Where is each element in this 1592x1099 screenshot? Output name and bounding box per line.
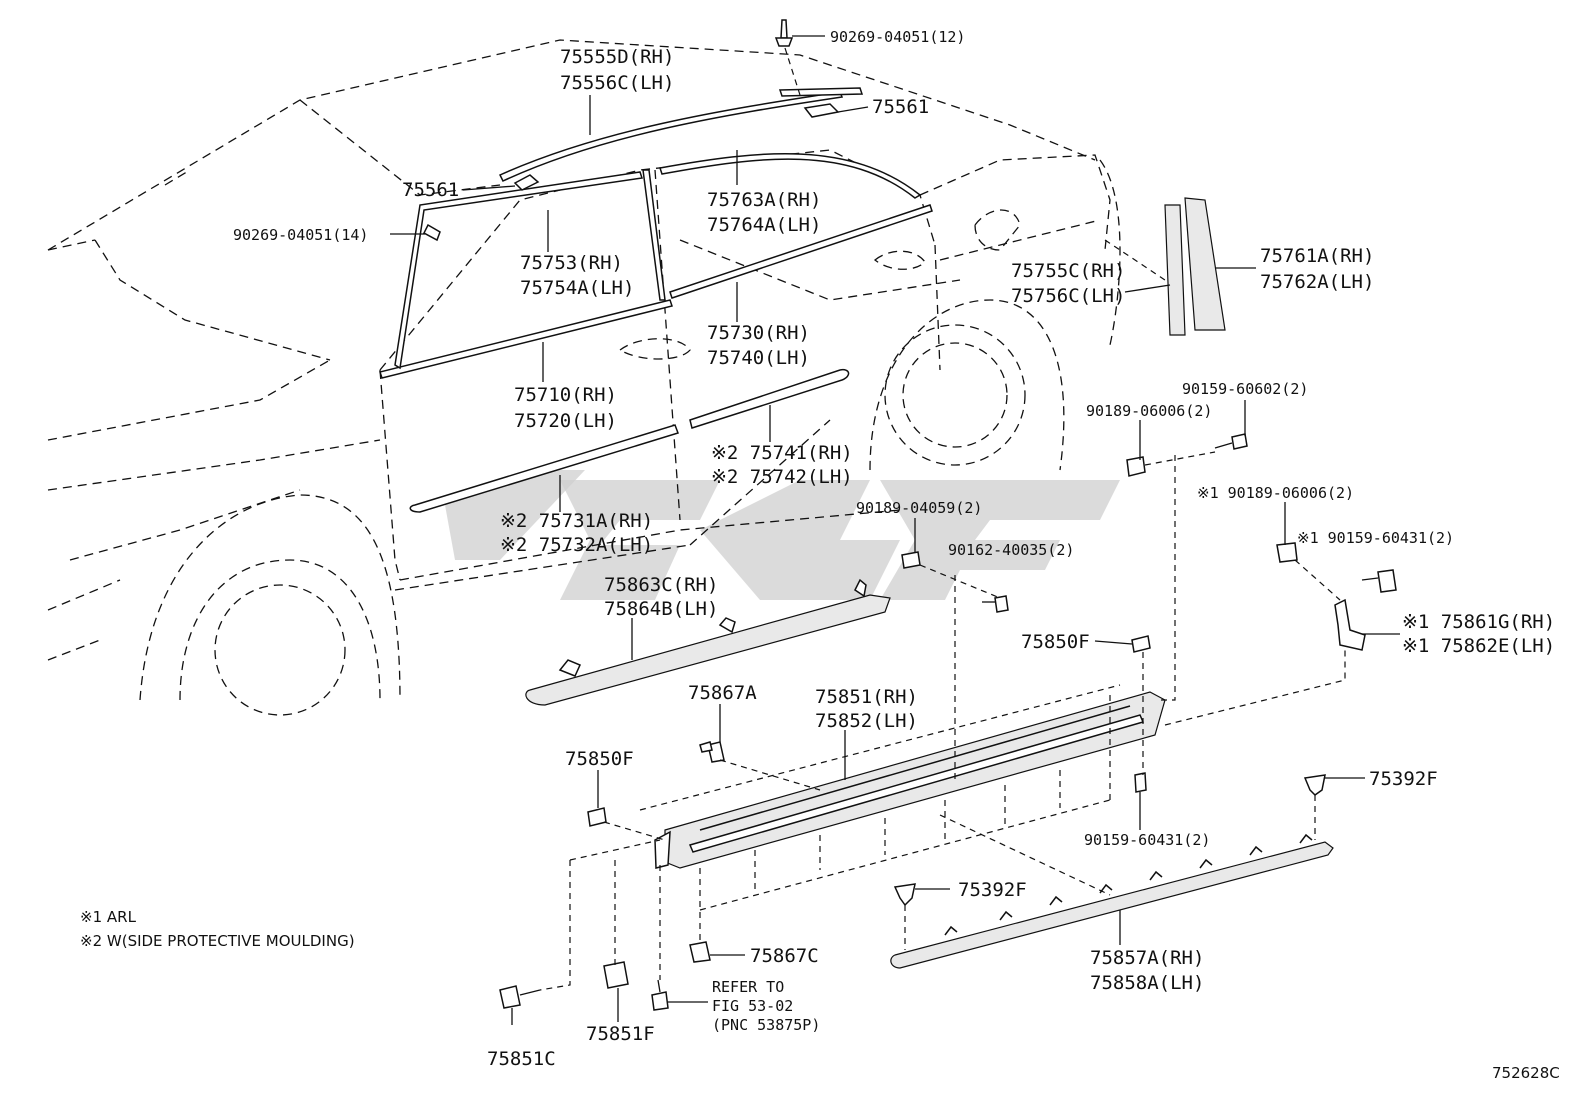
part-labels: 90269-04051(12) 75555D(RH) 75556C(LH) 75… <box>233 28 1555 1070</box>
label-75741: ※2 75741(RH) <box>711 442 853 464</box>
roof-moulding-75555D <box>498 91 844 182</box>
clip-90269-top <box>774 19 794 47</box>
clip-75851F <box>603 961 629 989</box>
label-75561-top: 75561 <box>872 96 929 118</box>
label-75754A: 75754A(LH) <box>520 277 634 299</box>
label-75867A: 75867A <box>688 682 757 704</box>
screw-90159-60431 <box>1134 772 1147 793</box>
door-frame-moulding-rear <box>642 153 933 301</box>
nut-90189-06006-arl <box>1276 542 1298 563</box>
label-90269-04051-12: 90269-04051(12) <box>830 28 965 46</box>
label-75850F-right: 75850F <box>1021 631 1090 653</box>
note-arl: ※1 ARL <box>80 908 137 926</box>
fastener-75850F-left <box>587 807 607 827</box>
label-75742: ※2 75742(LH) <box>711 466 853 488</box>
legend-notes: ※1 ARL ※2 W(SIDE PROTECTIVE MOULDING) <box>80 908 355 950</box>
clip-75392F-right <box>1303 774 1326 796</box>
label-90189-06006-arl: ※1 90189-06006(2) <box>1197 484 1354 502</box>
clip-90269-left <box>423 223 441 242</box>
label-75861G: ※1 75861G(RH) <box>1402 611 1555 633</box>
label-75851: 75851(RH) <box>815 686 918 708</box>
bracket-75861G <box>1334 598 1366 651</box>
side-protective-moulding-rear <box>689 368 850 429</box>
label-refer-pnc: (PNC 53875P) <box>712 1016 820 1034</box>
rear-garnish-75761A <box>1164 197 1226 336</box>
label-75392F-mid: 75392F <box>958 879 1027 901</box>
car-body-outline <box>47 39 1121 716</box>
label-90159-60431-arl: ※1 90159-60431(2) <box>1297 529 1454 547</box>
fastener-75850F-right <box>1131 635 1151 653</box>
assembly-lines <box>539 47 1346 991</box>
label-90159-60431: 90159-60431(2) <box>1084 831 1210 849</box>
label-75720: 75720(LH) <box>514 410 617 432</box>
bolt-refer-53875P <box>651 979 669 1011</box>
label-75867C: 75867C <box>750 945 819 967</box>
roof-clip-75561-top <box>778 87 864 118</box>
label-75753: 75753(RH) <box>520 252 623 274</box>
label-75864B: 75864B(LH) <box>604 598 718 620</box>
label-75710: 75710(RH) <box>514 384 617 406</box>
nut-90189-06006 <box>1126 456 1146 477</box>
label-75392F-right: 75392F <box>1369 768 1438 790</box>
label-90162-40035: 90162-40035(2) <box>948 541 1074 559</box>
grommet-90189-04059 <box>901 551 921 569</box>
label-75561-left: 75561 <box>402 179 459 201</box>
label-75730: 75730(RH) <box>707 322 810 344</box>
label-90189-06006: 90189-06006(2) <box>1086 402 1212 420</box>
clip-75392F-mid <box>893 883 916 907</box>
label-75555D: 75555D(RH) <box>560 46 674 68</box>
label-75740: 75740(LH) <box>707 347 810 369</box>
label-75863C: 75863C(RH) <box>604 574 718 596</box>
screw-90159-60431-arl <box>1361 569 1397 593</box>
label-75857A: 75857A(RH) <box>1090 947 1204 969</box>
label-75858A: 75858A(LH) <box>1090 972 1204 994</box>
label-refer-fig: FIG 53-02 <box>712 997 793 1015</box>
label-75850F-left: 75850F <box>565 748 634 770</box>
label-refer-to: REFER TO <box>712 978 784 996</box>
label-75556C: 75556C(LH) <box>560 72 674 94</box>
label-75732A: ※2 75732A(LH) <box>500 534 653 556</box>
leader-lines <box>390 35 1400 1025</box>
label-75851C: 75851C <box>487 1048 556 1070</box>
side-protective-moulding-front <box>409 424 679 513</box>
label-75756C: 75756C(LH) <box>1011 285 1125 307</box>
rocker-cover-75863C <box>525 578 891 706</box>
label-75731A: ※2 75731A(RH) <box>500 510 653 532</box>
label-75851F: 75851F <box>586 1023 655 1045</box>
label-75761A: 75761A(RH) <box>1260 245 1374 267</box>
label-75852: 75852(LH) <box>815 710 918 732</box>
label-90269-04051-14: 90269-04051(14) <box>233 226 368 244</box>
label-90189-04059: 90189-04059(2) <box>856 499 982 517</box>
door-belt-moulding-front <box>379 171 673 379</box>
figure-id: 752628C <box>1492 1064 1560 1082</box>
roof-clip-75561-left <box>513 174 540 191</box>
lower-moulding-75857A <box>890 833 1334 969</box>
note-side-protective-moulding: ※2 W(SIDE PROTECTIVE MOULDING) <box>80 932 355 950</box>
label-75764A: 75764A(LH) <box>707 214 821 236</box>
label-75762A: 75762A(LH) <box>1260 271 1374 293</box>
label-75862E: ※1 75862E(LH) <box>1402 635 1555 657</box>
watermark-logo <box>445 470 1120 600</box>
screw-90159-60602 <box>1214 433 1248 450</box>
label-90159-60602: 90159-60602(2) <box>1182 380 1308 398</box>
label-75763A: 75763A(RH) <box>707 189 821 211</box>
clip-75867C <box>689 941 711 963</box>
screw-90162-40035 <box>982 595 1009 613</box>
clip-75867A <box>699 741 725 763</box>
screw-75851C <box>499 985 541 1009</box>
label-75755C: 75755C(RH) <box>1011 260 1125 282</box>
